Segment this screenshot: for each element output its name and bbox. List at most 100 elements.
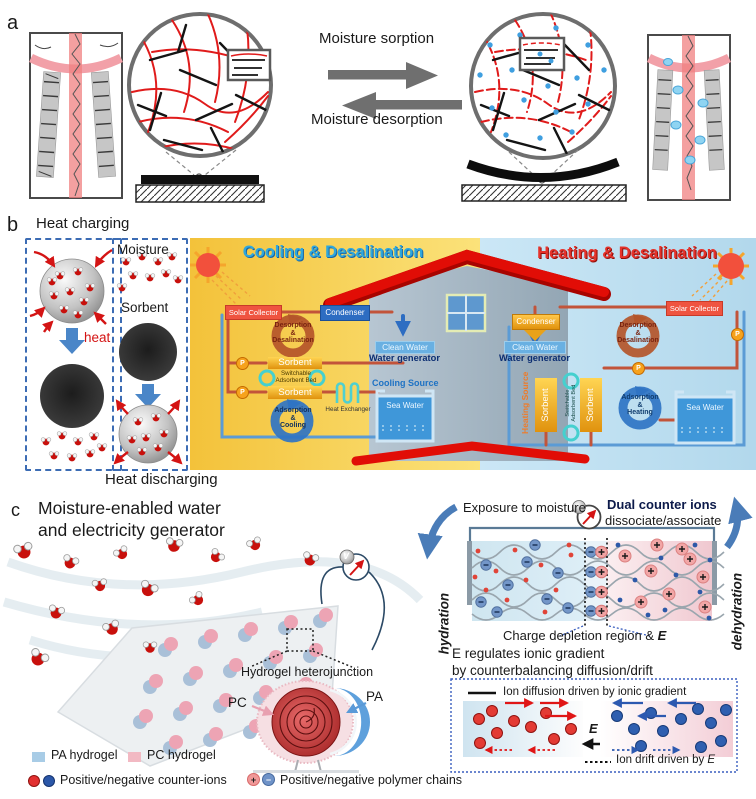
water-dots [477, 25, 607, 141]
pa-arrow [346, 702, 367, 713]
condenser-left: Condenser [320, 305, 370, 321]
sea-water-tank-left [375, 389, 435, 443]
heterojunction-disc [251, 680, 370, 773]
pump-right-1: P [731, 328, 744, 341]
drift-box [450, 678, 738, 773]
water-generator-right: Water generator [499, 353, 570, 363]
house-window [445, 293, 487, 333]
pump-left-1: P [236, 357, 249, 370]
adsorption-cycle-right [618, 386, 662, 430]
counter-ion-positive-swatch [28, 775, 40, 787]
polymer-chains-label: Positive/negative polymer chains [280, 773, 463, 787]
regulates-line2: by counterbalancing diffusion/drift [452, 663, 653, 678]
sun-left [190, 247, 251, 305]
electrode-left [467, 541, 472, 605]
heating-source-label: Heating Source [520, 371, 531, 434]
hydration-arrow [417, 503, 458, 560]
sea-water-right-label: Sea Water [686, 403, 724, 412]
moisture-molecules [116, 252, 184, 292]
adsorption-cycle-right-text: Adsorption & Heating [621, 394, 659, 417]
voltmeter-ball [339, 549, 355, 565]
sorbent-right-2: Sorbent [580, 378, 602, 432]
moisture-sorption-label: Moisture sorption [319, 30, 435, 47]
heat-charging-label: Heat charging [36, 215, 130, 232]
dissociate-label: dissociate/associate [605, 513, 722, 528]
panel-a-graphic [29, 12, 732, 203]
pa-label: PA [366, 689, 384, 704]
e-field-label: E [589, 721, 598, 736]
diffusion-legend-label: Ion diffusion driven by ionic gradient [503, 686, 687, 698]
sorption-arrows [328, 62, 462, 119]
water-generator-left: Water generator [369, 353, 440, 363]
house-diagram [190, 238, 756, 470]
panel-a-label: a [7, 12, 19, 34]
heat-label: heat [84, 330, 111, 345]
sorbent-right-1: Sorbent [535, 378, 557, 432]
condenser-funnel [522, 328, 548, 341]
exposure-label: Exposure to moisture [463, 500, 586, 515]
sorbent-label: Sorbent [121, 300, 169, 315]
switch-rings [258, 369, 580, 442]
dual-counter-ions-label: Dual counter ions [607, 497, 717, 512]
pa-hydrogel-swatch [32, 752, 45, 762]
discharge-down-arrow [135, 384, 161, 408]
drift-legend-label: Ion drift driven by E [616, 754, 716, 766]
counter-ions-label: Positive/negative counter-ions [60, 773, 227, 787]
cooling-source-label: Cooling Source [372, 378, 439, 388]
charge-depletion-label: Charge depletion region & E [503, 628, 667, 643]
zoom-square [249, 628, 353, 668]
heat-exchanger-label: Heat Exchanger [325, 406, 371, 413]
sea-water-tank-right [674, 390, 736, 445]
c-title-line1: Moisture-enabled water [38, 498, 221, 518]
pa-hydrogel-label: PA hydrogel [51, 748, 118, 762]
heat-discharging-label: Heat discharging [105, 471, 218, 488]
polymer-chain-positive-swatch: + [247, 773, 260, 786]
pa-anions [472, 539, 574, 618]
polymer-box-dry [29, 32, 123, 199]
polymer-box-wet [646, 34, 732, 201]
drift-right [600, 698, 733, 757]
switchable-bed-right-text: Switchable Adsorbent Bed [564, 384, 577, 422]
panel-b-label: b [7, 214, 19, 236]
desorption-cycle-right-text: Desorption & Desalination [617, 322, 659, 345]
panel-c-left-graphic [2, 535, 424, 773]
charge-down-arrow [59, 328, 85, 354]
diffusion-left [463, 698, 583, 757]
solar-collector-left: Solar Collector [225, 305, 282, 320]
arrow-right [328, 62, 438, 89]
switchable-bed-left-text: Switchable Adsorbent Bed [275, 370, 317, 384]
arrow-left [342, 92, 462, 119]
sorbent-dry-discharging [119, 323, 177, 381]
sorbent-dry-charging [40, 364, 104, 428]
depletion-column [559, 538, 651, 637]
clean-water-left: Clean Water [375, 341, 435, 354]
floor-strip [351, 441, 590, 466]
sheet-circuit [320, 549, 386, 651]
regulates-line1: E regulates ionic gradient [452, 646, 605, 661]
hydrogel-sheet [56, 605, 339, 767]
bound-water [663, 58, 709, 165]
cooling-title: Cooling & Desalination [242, 243, 424, 261]
sorbent-top-left: Sorbent [268, 357, 322, 369]
electrode-base [253, 770, 359, 773]
moisture-desorption-label: Moisture desorption [311, 111, 443, 128]
pump-right-2: P [632, 362, 645, 375]
released-moisture [40, 431, 108, 462]
solar-collector-right: Solar Collector [666, 301, 723, 316]
heat-exchanger-coil [335, 382, 360, 404]
heating-title: Heating & Desalination [537, 244, 717, 262]
clean-water-right: Clean Water [504, 341, 566, 354]
heterojunction-label: Hydrogel heterojunction [241, 665, 374, 679]
sorbent-bottom-left: Sorbent [268, 386, 322, 399]
sorbent-wet-discharging [113, 399, 183, 465]
desorption-cycle-right [616, 314, 660, 358]
pc-cations [615, 538, 713, 621]
pc-arrow [251, 704, 275, 716]
c-title-line2: and electricity generator [38, 520, 225, 540]
sun-right [691, 248, 749, 304]
electrode-right [712, 541, 717, 605]
moisture-label: Moisture [117, 242, 169, 257]
panel-c-label: c [11, 500, 20, 520]
voltmeter-right [572, 500, 602, 530]
